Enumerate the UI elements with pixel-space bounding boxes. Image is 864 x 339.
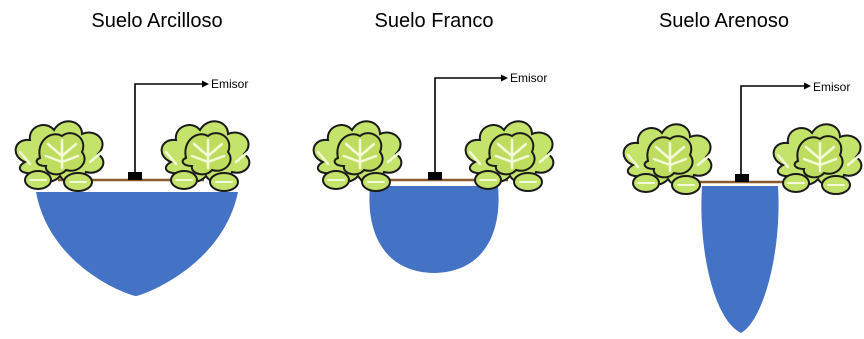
panel-franco: Suelo Franco Emisor [314,10,554,273]
panel-title: Suelo Arcilloso [91,10,222,32]
lettuce-icon [774,124,862,194]
emitter-label: Emisor [813,80,850,94]
emitter-label: Emisor [211,77,248,91]
arrowhead-icon [202,81,209,88]
panel-arenoso: Suelo Arenoso Emisor [624,10,862,333]
emitter-icon [128,172,142,180]
emitter-icon [428,172,442,180]
panel-title: Suelo Arenoso [659,10,789,32]
wetting-bulb-round [369,186,498,273]
emitter-label: Emisor [510,71,547,85]
lettuce-icon [314,121,402,191]
lettuce-icon [162,121,250,191]
wetting-bulb-wide [36,192,238,296]
panel-arcilloso: Suelo Arcilloso Emisor [16,10,250,296]
lettuce-icon [466,121,554,191]
arrowhead-icon [804,83,811,90]
arrowhead-icon [501,75,508,82]
emitter-icon [735,174,749,182]
lettuce-icon [624,124,712,194]
wetting-bulb-narrow [701,186,778,333]
panel-title: Suelo Franco [375,10,494,32]
